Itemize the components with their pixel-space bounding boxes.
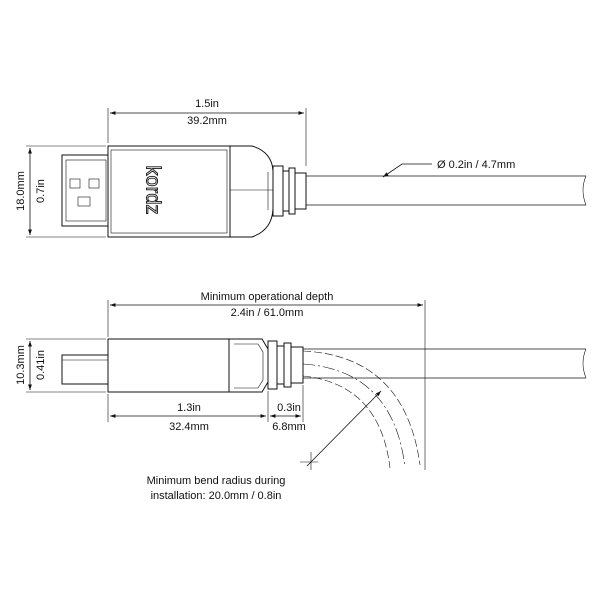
depth-title: Minimum operational depth xyxy=(201,291,334,303)
boot-length-in: 0.3in xyxy=(277,402,301,414)
top-cable xyxy=(306,175,587,206)
side-height-mm: 10.3mm xyxy=(15,345,27,385)
depth-value: 2.4in / 61.0mm xyxy=(231,307,304,319)
diameter-leader xyxy=(382,163,432,178)
bend-radius-line2: installation: 20.0mm / 0.8in xyxy=(151,490,282,502)
top-strain-relief xyxy=(272,165,307,217)
top-width-in: 1.5in xyxy=(195,98,219,110)
top-height-mm: 18.0mm xyxy=(15,171,27,211)
side-cable-straight xyxy=(303,348,587,379)
bend-radius-leader xyxy=(300,390,382,470)
bend-radius-line1: Minimum bend radius during xyxy=(147,475,286,487)
side-strain-relief xyxy=(267,340,304,390)
top-connector-body xyxy=(107,145,274,238)
side-connector-tip xyxy=(61,354,109,385)
body-length-in: 1.3in xyxy=(177,402,201,414)
cable-diameter-label: Ø 0.2in / 4.7mm xyxy=(437,159,515,171)
body-length-mm: 32.4mm xyxy=(169,421,209,433)
top-height-dimension xyxy=(26,145,106,238)
top-connector-tip xyxy=(61,154,109,227)
top-width-mm: 39.2mm xyxy=(187,115,227,127)
body-length-dimension xyxy=(107,385,304,422)
side-height-dimension xyxy=(26,338,106,393)
top-view: kordz 1.5in 39.2mm 18.0mm 0.7in xyxy=(15,98,587,238)
boot-length-mm: 6.8mm xyxy=(272,421,306,433)
side-view: Minimum operational depth 2.4in / 61.0mm… xyxy=(15,291,587,502)
kordz-logo: kordz xyxy=(142,166,164,215)
side-cable-bent xyxy=(302,350,421,469)
top-width-dimension xyxy=(107,108,307,166)
side-height-in: 0.41in xyxy=(35,350,47,380)
top-height-in: 0.7in xyxy=(35,179,47,203)
depth-dimension xyxy=(107,300,426,470)
side-connector-body xyxy=(107,338,269,393)
